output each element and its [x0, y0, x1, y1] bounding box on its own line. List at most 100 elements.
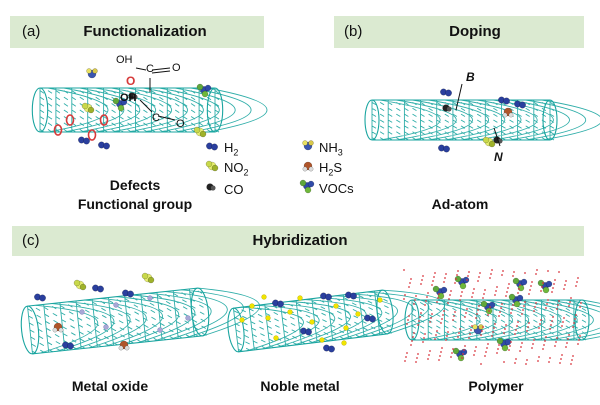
- vocs-molecule: [452, 347, 460, 355]
- annotation-b: B: [466, 70, 475, 84]
- polymer-dot: [545, 336, 547, 338]
- h2-molecule: [211, 143, 218, 151]
- polymer-dot: [473, 288, 475, 290]
- h2-molecule: [277, 300, 284, 308]
- tube-lattice: [371, 99, 600, 141]
- polymer-dot: [515, 358, 517, 360]
- polymer-dot: [554, 345, 556, 347]
- polymer-dot: [443, 281, 445, 283]
- polymer-dot: [482, 326, 484, 328]
- h2s-molecule: [58, 327, 64, 333]
- annotation-oh-mid: OH: [120, 92, 137, 104]
- polymer-dot: [552, 287, 554, 289]
- polymer-dot: [422, 275, 424, 277]
- h2s-molecule: [52, 327, 58, 333]
- polymer-dot: [413, 303, 415, 305]
- bond-line: [135, 67, 147, 71]
- polymer-dot: [542, 282, 544, 284]
- h2-molecule: [83, 137, 90, 145]
- polymer-dot: [545, 307, 547, 309]
- tube-lattice: [232, 289, 445, 352]
- vocs-molecule: [480, 300, 488, 308]
- polymer-dot: [450, 356, 452, 358]
- polymer-dot: [427, 358, 429, 360]
- no2-molecule: [488, 140, 496, 148]
- polymer-dot: [415, 295, 417, 297]
- polymer-dot: [511, 308, 513, 310]
- polymer-dot: [558, 300, 560, 302]
- annotation-o-top: O: [172, 62, 181, 74]
- metal-oxide-particle: [185, 315, 191, 321]
- polymer-dot: [531, 347, 533, 349]
- vocs-molecule: [204, 84, 212, 92]
- polymer-dot: [573, 322, 575, 324]
- no2-molecule: [147, 276, 155, 284]
- polymer-dot: [498, 344, 500, 346]
- polymer-dot: [538, 327, 540, 329]
- polymer-dot: [414, 299, 416, 301]
- noble-metal-particle: [249, 303, 255, 309]
- noble-metal-particle: [287, 309, 293, 315]
- polymer-dot: [576, 281, 578, 283]
- vocs-molecule: [542, 286, 550, 294]
- vocs-molecule: [496, 337, 504, 345]
- vocs-molecule: [459, 282, 467, 290]
- polymer-dot: [450, 290, 452, 292]
- polymer-dot: [509, 345, 511, 347]
- polymer-dot: [480, 363, 482, 365]
- noble-metal-particle: [297, 295, 303, 301]
- legend-h2-text: H: [224, 140, 234, 155]
- polymer-dot: [478, 276, 480, 278]
- polymer-dot: [460, 295, 462, 297]
- polymer-dot: [404, 294, 406, 296]
- polymer-dot: [425, 300, 427, 302]
- vocs-molecule: [432, 285, 440, 293]
- polymer-dot: [456, 274, 458, 276]
- polymer-dot: [461, 357, 463, 359]
- polymer-dot: [464, 345, 466, 347]
- noble-metal-particle: [265, 315, 271, 321]
- polymer-dot: [568, 334, 570, 336]
- caption-functional-group: Functional group: [77, 196, 193, 212]
- polymer-dot: [519, 284, 521, 286]
- polymer-dot: [508, 349, 510, 351]
- legend-h2s-sub: 2: [328, 167, 334, 178]
- h2-molecule: [305, 328, 312, 336]
- h2-molecule: [103, 142, 110, 150]
- polymer-dot: [531, 281, 533, 283]
- nh3-molecule: [92, 68, 98, 74]
- polymer-dot: [524, 272, 526, 274]
- annotation-o-mid: O: [176, 118, 185, 130]
- panel-a-caption: Defects Functional group: [60, 176, 210, 214]
- polymer-dot: [471, 296, 473, 298]
- h2-molecule: [39, 294, 46, 302]
- polymer-dot: [406, 323, 408, 325]
- polymer-dot: [436, 301, 438, 303]
- vocs-molecule: [307, 180, 315, 188]
- vocs-molecule: [508, 293, 516, 301]
- polymer-dot: [416, 357, 418, 359]
- polymer-dot: [508, 283, 510, 285]
- polymer-dot: [490, 273, 492, 275]
- polymer-dot: [442, 314, 444, 316]
- polymer-dot: [527, 326, 529, 328]
- polymer-dot: [420, 312, 422, 314]
- polymer-dot: [492, 331, 494, 333]
- polymer-dot: [535, 302, 537, 304]
- polymer-dot: [496, 286, 498, 288]
- polymer-dot: [457, 270, 459, 272]
- h2s-molecule: [308, 166, 314, 172]
- h2-molecule: [97, 285, 104, 293]
- polymer-dot: [477, 280, 479, 282]
- polymer-dot: [432, 280, 434, 282]
- polymer-dot: [438, 293, 440, 295]
- polymer-dot: [494, 323, 496, 325]
- polymer-dot: [484, 355, 486, 357]
- polymer-dot: [526, 330, 528, 332]
- panel-b-title: Doping: [449, 23, 501, 40]
- polymer-dot: [561, 325, 563, 327]
- polymer-dot: [426, 296, 428, 298]
- polymer-dot: [537, 360, 539, 362]
- polymer-dot: [543, 344, 545, 346]
- pointer-b: [455, 83, 463, 111]
